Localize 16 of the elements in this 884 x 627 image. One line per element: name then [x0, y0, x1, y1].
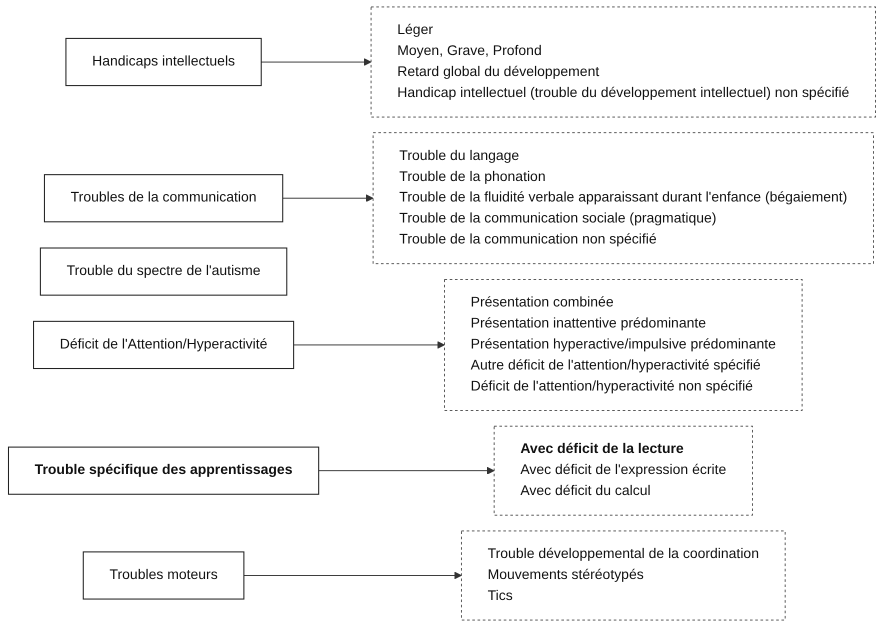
arrow: [282, 194, 374, 202]
node-box: Léger Moyen, Grave, Profond Retard global du développement Handicap intellectuel (trouble du développement intellectuel) non spécifié: [370, 6, 876, 118]
arrow: [318, 466, 494, 475]
arrow: [243, 572, 462, 580]
node-box: Trouble du langage Trouble de la phonation Trouble de la fluidité verbale apparaissant durant l'enfance (bégaiement) Trouble de la communication sociale (pragmatique) Trouble de la communication non spécifié: [372, 132, 874, 264]
node-box: Avec déficit de la lecture Avec déficit de l'expression écrite Avec déficit du calcul: [494, 426, 753, 516]
arrow: [260, 58, 372, 66]
node-box: Présentation combinée Présentation inattentive prédominante Présentation hyperactive/impulsive prédominante Autre déficit de l'attention/hyperactivité spécifié Déficit de l'attention/hyperactivité non spécifié: [444, 279, 803, 411]
node-box: Trouble du spectre de l'autisme: [40, 247, 288, 296]
node-box: Trouble spécifique des apprentissages: [8, 446, 320, 495]
node-box: Troubles moteurs: [82, 551, 244, 600]
node-box: Handicaps intellectuels: [65, 38, 262, 86]
node-box: Déficit de l'Attention/Hyperactivité: [33, 320, 294, 370]
node-box: Troubles de la communication: [44, 174, 284, 222]
arrow: [293, 341, 445, 349]
node-box: Trouble développemental de la coordination Mouvements stéréotypés Tics: [460, 530, 786, 620]
